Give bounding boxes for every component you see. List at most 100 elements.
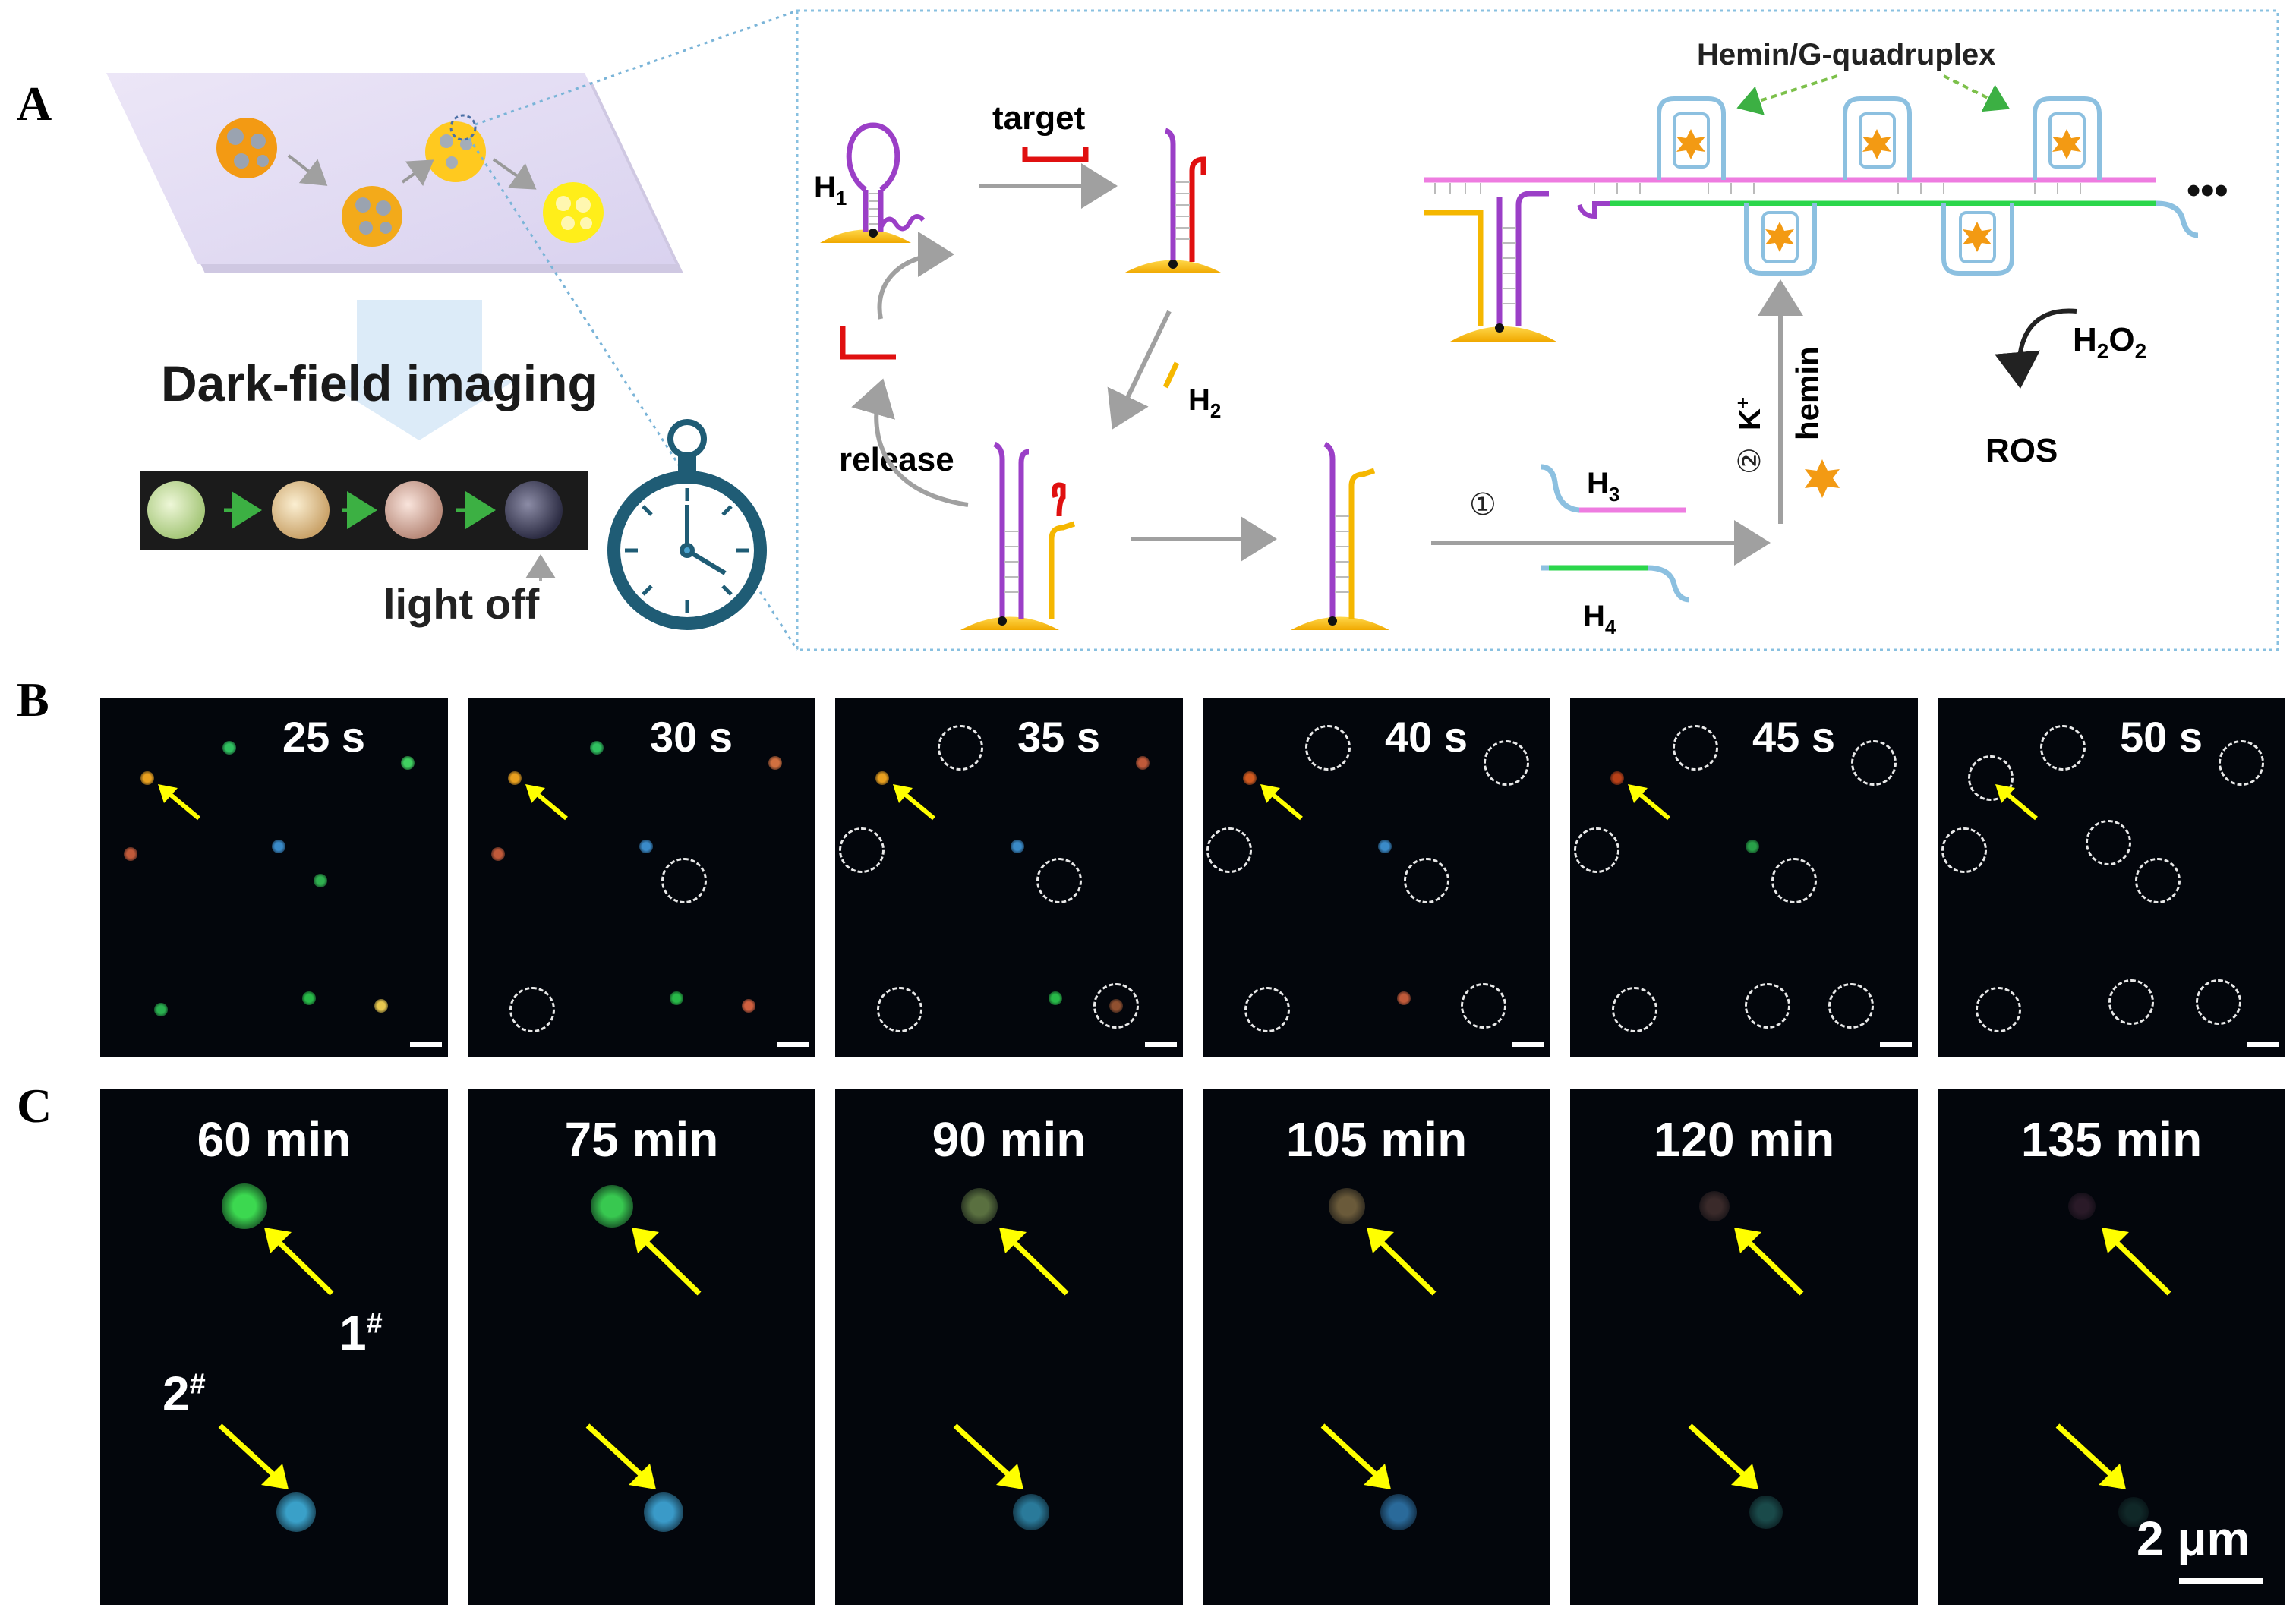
particle-2-spot xyxy=(2118,1497,2149,1527)
h3-label: H3 xyxy=(1587,467,1620,506)
yellow-arrow-icon xyxy=(1734,1228,1804,1296)
yellow-arrow-icon xyxy=(953,1423,1023,1489)
nanoparticle-spot xyxy=(1378,840,1392,853)
nanoparticle-spot xyxy=(508,771,522,785)
transition-arrow-3 xyxy=(492,158,537,190)
vanished-spot-ring xyxy=(938,725,983,771)
ros-label: ROS xyxy=(1985,432,2058,469)
vanished-spot-ring xyxy=(1771,858,1817,903)
particle-2-spot xyxy=(276,1492,316,1532)
vanished-spot-ring xyxy=(1612,987,1657,1032)
particle-1-spot xyxy=(1329,1188,1365,1224)
scale-bar xyxy=(2247,1042,2279,1047)
nanoparticle-spot xyxy=(768,756,782,770)
micrograph-b-4: 40 s xyxy=(1203,698,1550,1057)
vanished-spot-ring xyxy=(2196,979,2241,1025)
stopwatch-icon xyxy=(607,419,767,630)
vanished-spot-ring xyxy=(1673,725,1718,771)
time-label: 90 min xyxy=(932,1112,1086,1167)
vanished-spot-ring xyxy=(2086,820,2131,865)
yellow-arrow-icon xyxy=(158,784,200,821)
vanished-spot-ring xyxy=(1851,740,1897,786)
vanished-spot-ring xyxy=(1036,858,1082,903)
nanoparticle-spot xyxy=(272,840,285,853)
nanoparticle-spot xyxy=(1049,991,1062,1005)
vanished-spot-ring xyxy=(2135,858,2181,903)
ellipsis: ••• xyxy=(2187,169,2228,213)
ros-arrow xyxy=(1995,308,2077,389)
vanished-spot-ring xyxy=(1404,858,1449,903)
particle-1-spot xyxy=(2068,1193,2096,1220)
step1-marker: ① xyxy=(1469,488,1496,522)
arrow-h2 xyxy=(1107,310,1172,430)
vanished-spot-ring xyxy=(1745,983,1790,1029)
vanished-spot-ring xyxy=(877,987,922,1032)
yellow-arrow-icon xyxy=(218,1423,289,1489)
time-label: 105 min xyxy=(1285,1112,1468,1167)
spot-2-icon xyxy=(272,481,330,539)
yellow-arrow-icon xyxy=(893,784,935,821)
glass-slide xyxy=(106,73,683,273)
yellow-arrow-icon xyxy=(999,1228,1069,1296)
panel-letter-b: B xyxy=(17,673,49,726)
nanoparticle-spot xyxy=(302,991,316,1005)
vanished-spot-ring xyxy=(839,827,885,873)
yellow-arrow-icon xyxy=(1260,784,1303,821)
zoom-line-bottom xyxy=(468,137,799,651)
h1-h2-duplex xyxy=(1291,441,1389,630)
yellow-arrow-icon xyxy=(585,1423,656,1489)
h2-label: H2 xyxy=(1188,383,1221,422)
nanoparticle-spot xyxy=(124,847,137,861)
nanoparticle-spot xyxy=(374,999,388,1013)
nanoparticle-spot xyxy=(140,771,154,785)
vanished-spot-ring xyxy=(1574,827,1620,873)
vanished-spot-ring xyxy=(1206,827,1252,873)
particle-1-spot xyxy=(961,1188,998,1224)
time-label: 50 s xyxy=(2120,713,2203,761)
hcr-assembly xyxy=(1424,96,2199,342)
particle-2-label: 2# xyxy=(162,1366,206,1421)
transition-arrow-2 xyxy=(401,159,434,187)
panel-letter-a: A xyxy=(17,77,52,131)
yellow-arrow-icon xyxy=(264,1228,334,1296)
yellow-arrow-icon xyxy=(1320,1423,1391,1489)
particle-1-spot xyxy=(222,1183,267,1229)
nanoparticle-spot xyxy=(1136,756,1150,770)
h1-target-h2-complex xyxy=(960,441,1076,630)
nanoparticle-spot xyxy=(1746,840,1759,853)
light-off-label: light off xyxy=(383,580,540,628)
vanished-spot-ring xyxy=(661,858,707,903)
vanished-spot-ring xyxy=(2040,725,2086,771)
time-label: 35 s xyxy=(1017,713,1100,761)
nanoparticle-spot xyxy=(491,847,505,861)
h1-target-complex xyxy=(1124,128,1222,273)
particle-1-label: 1# xyxy=(339,1306,383,1360)
micrograph-c-5: 120 min xyxy=(1570,1089,1918,1605)
target-strand xyxy=(1022,147,1089,162)
dark-field-title: Dark-field imaging xyxy=(161,355,598,411)
nanoparticle-spot xyxy=(875,771,889,785)
micrograph-b-3: 35 s xyxy=(835,698,1183,1057)
particle-1-icon xyxy=(216,118,277,178)
micrograph-c-4: 105 min xyxy=(1203,1089,1550,1605)
particle-4-icon xyxy=(543,182,604,243)
scale-bar xyxy=(777,1042,809,1047)
svg-text:②: ② xyxy=(1733,447,1767,474)
schematic-figure: Dark-field imaging light off xyxy=(106,9,2279,651)
nanoparticle-spot xyxy=(639,840,653,853)
time-label: 60 min xyxy=(197,1112,352,1167)
h1-label: H1 xyxy=(814,171,847,210)
zoom-circle xyxy=(449,114,477,141)
nanoparticle-spot xyxy=(590,741,604,755)
time-label: 120 min xyxy=(1653,1112,1835,1167)
vanished-spot-ring xyxy=(1484,740,1529,786)
nanoparticle-spot xyxy=(1243,771,1257,785)
vanished-spot-ring xyxy=(1305,725,1351,771)
time-label: 135 min xyxy=(2020,1112,2203,1167)
yellow-arrow-icon xyxy=(525,784,568,821)
micrograph-c-1: 60 min 1# 2# xyxy=(100,1089,448,1605)
time-label: 30 s xyxy=(650,713,733,761)
vanished-spot-ring xyxy=(1828,983,1874,1029)
released-target xyxy=(840,326,896,360)
